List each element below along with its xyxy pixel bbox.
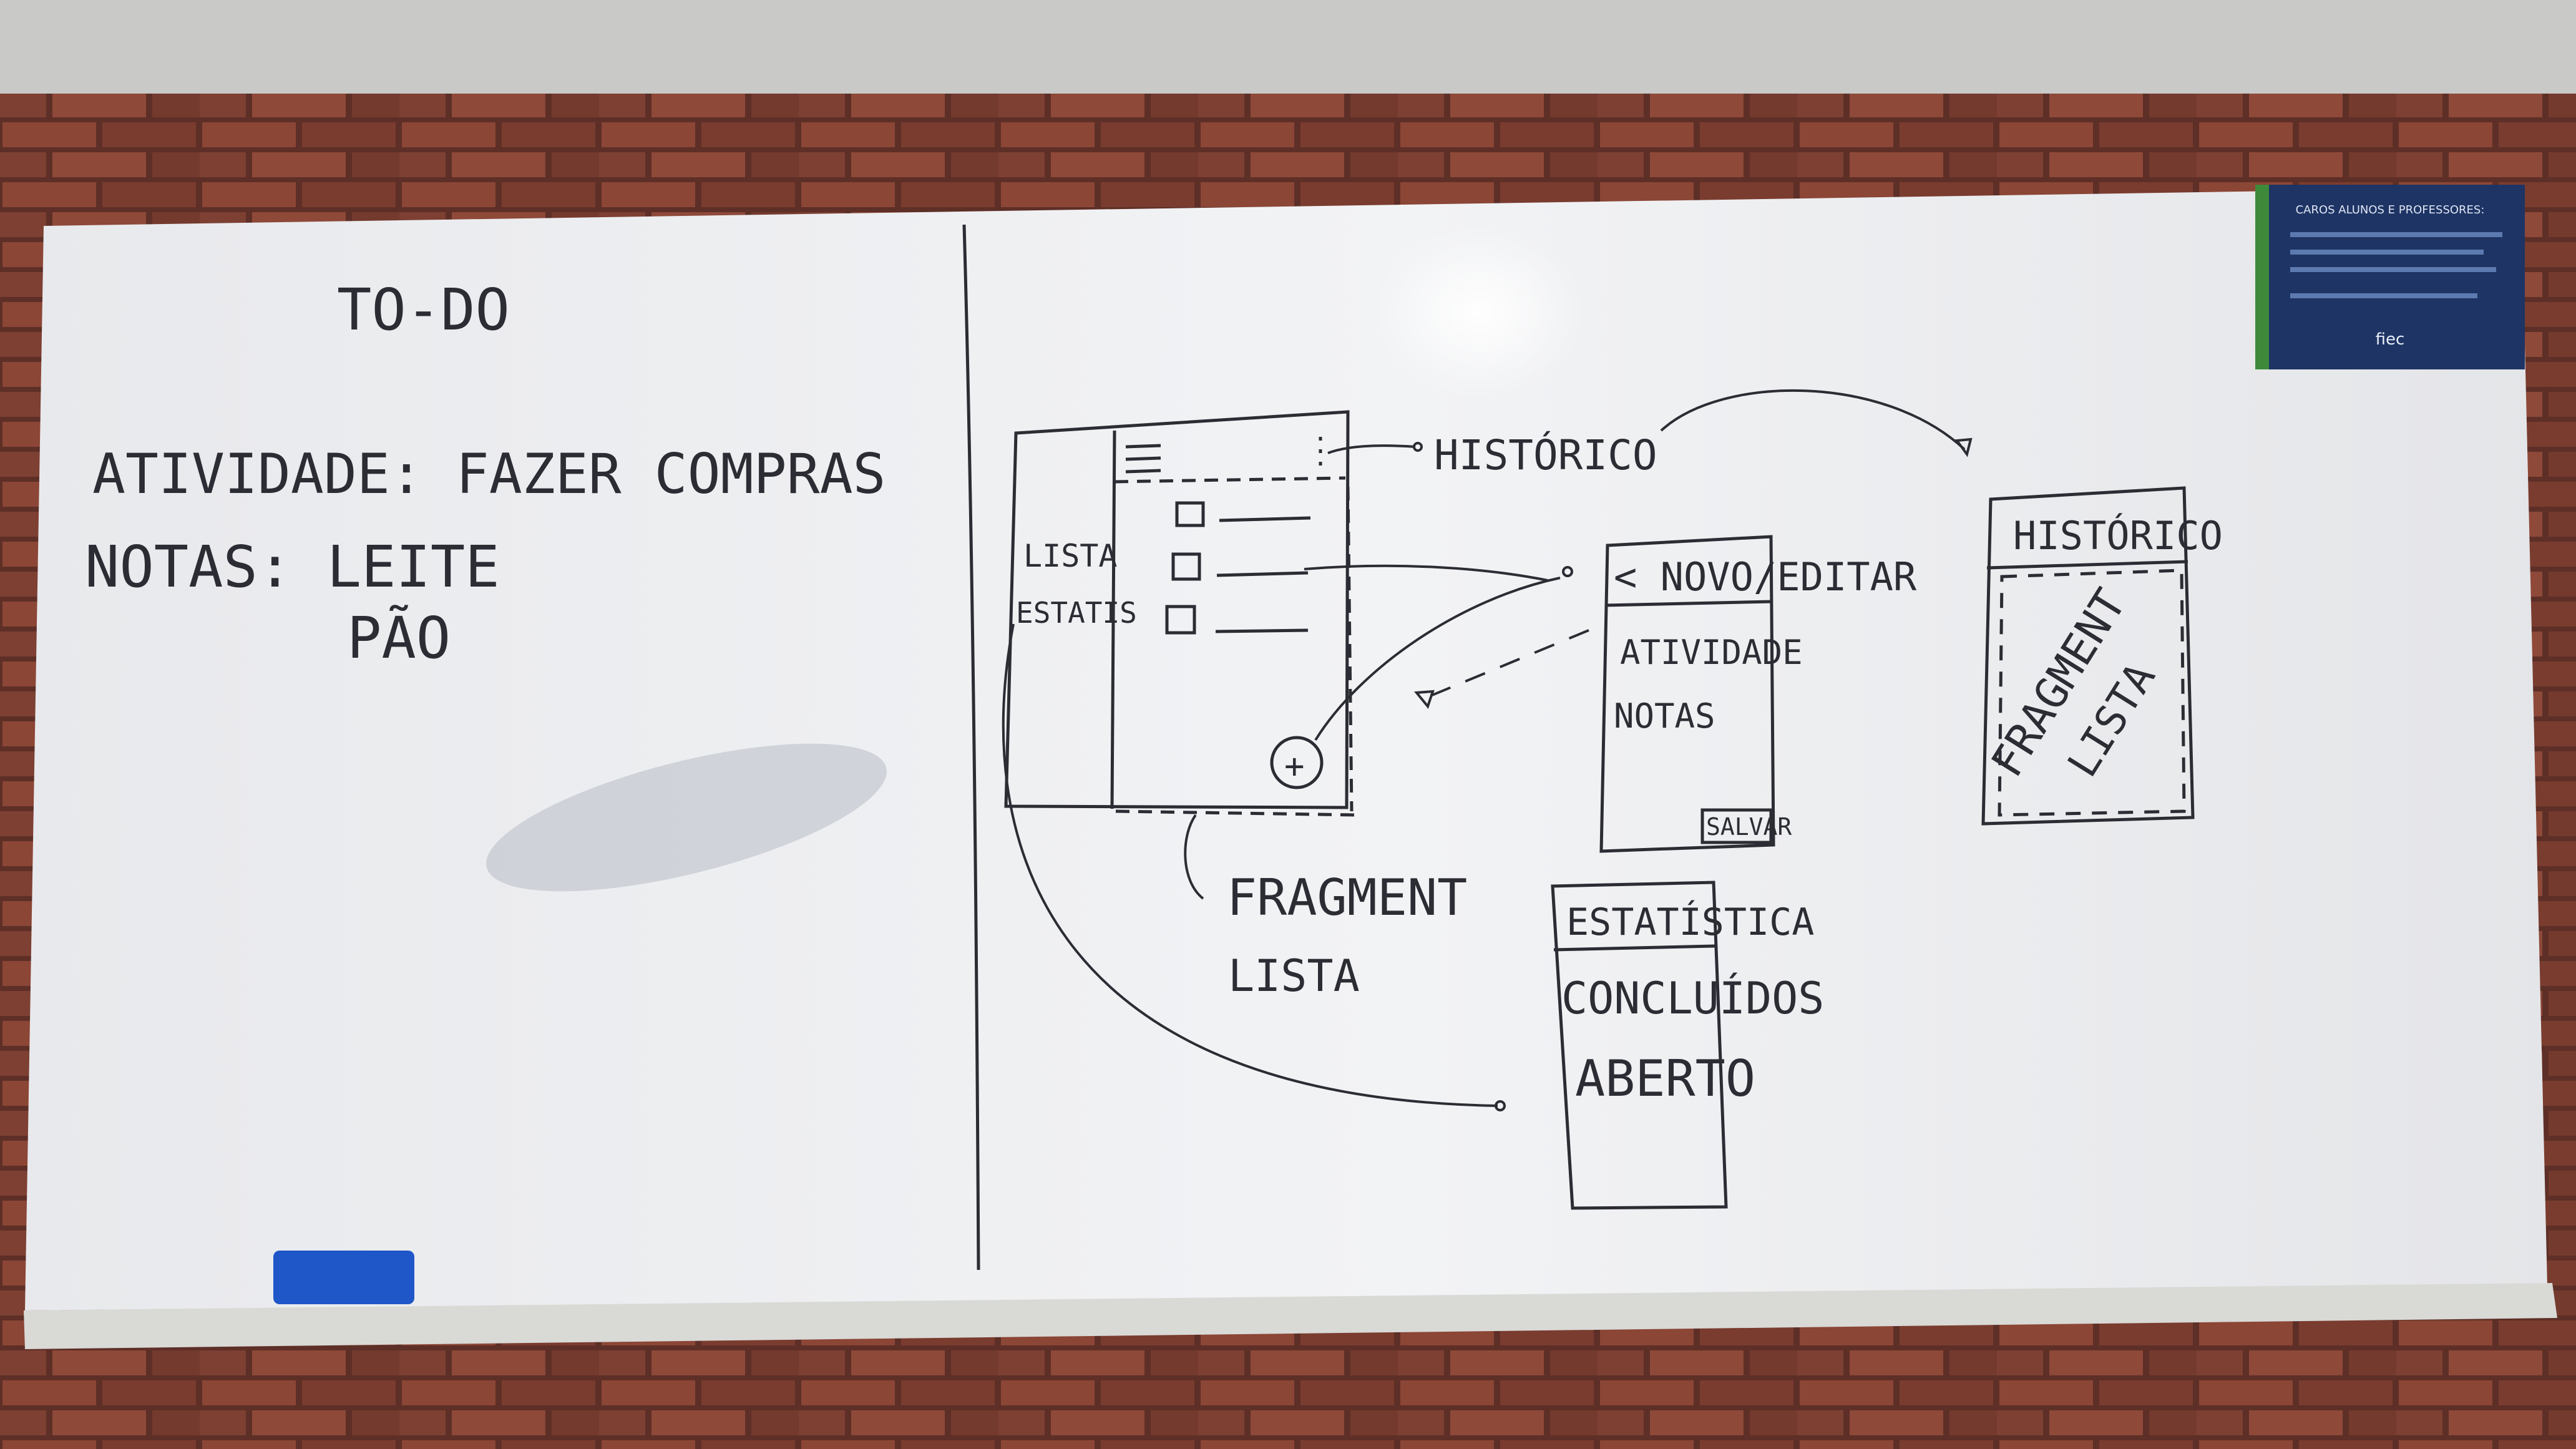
add-fab-label: + <box>1284 746 1305 786</box>
notes-line: NOTAS: LEITE <box>85 534 500 600</box>
board-eraser[interactable] <box>273 1251 414 1304</box>
eraser-smudge <box>486 743 887 892</box>
notes-line-2: PÃO <box>347 604 451 671</box>
label-lista: LISTA <box>1228 950 1360 1002</box>
edit-field-notas: NOTAS <box>1614 696 1715 736</box>
stats-row-concluidos: CONCLUÍDOS <box>1561 973 1824 1024</box>
drawer-item-lista: LISTA <box>1023 538 1118 574</box>
history-screen-header: HISTÓRICO <box>2013 513 2223 559</box>
checkbox-icon[interactable] <box>1175 501 1205 527</box>
light-glare <box>1373 225 1585 399</box>
ceiling-band <box>0 0 2576 94</box>
edit-screen-sketch <box>1599 535 1775 853</box>
label-historico: HISTÓRICO <box>1434 431 1657 479</box>
poster-logo: fiec <box>2376 330 2405 349</box>
arrow-menu-to-historico <box>1327 444 1416 454</box>
marker-tray <box>24 1283 2557 1349</box>
history-screen-sketch <box>1981 486 2195 826</box>
drawer-item-estatisticas: ESTATIS <box>1016 596 1137 630</box>
save-button-label: SALVAR <box>1706 813 1792 841</box>
flow-arrows <box>1002 389 1973 1111</box>
main-screen-sketch <box>1004 410 1356 817</box>
add-fab[interactable] <box>1270 736 1324 789</box>
edit-screen-header: < NOVO/EDITAR <box>1614 554 1917 600</box>
stats-screen-header: ESTATÍSTICA <box>1566 899 1814 944</box>
save-button[interactable] <box>1700 808 1773 844</box>
activity-line: ATIVIDADE: FAZER COMPRAS <box>92 442 886 506</box>
checkbox-icon[interactable] <box>1165 605 1196 635</box>
whiteboard <box>25 187 2547 1310</box>
arrow-drawer-to-stats <box>1002 623 1498 1107</box>
menu-icon[interactable] <box>1125 444 1161 474</box>
arrow-fab-to-edit <box>1314 577 1561 741</box>
stats-row-aberto: ABERTO <box>1575 1050 1755 1108</box>
poster-heading: CAROS ALUNOS E PROFESSORES: <box>2296 203 2485 217</box>
arrow-historico-to-screen <box>1660 389 1966 451</box>
checkbox-icon[interactable] <box>1171 552 1201 581</box>
board-divider <box>962 224 980 1271</box>
arrow-item-to-edit <box>1304 564 1548 582</box>
edit-field-atividade: ATIVIDADE <box>1620 633 1803 672</box>
arrow-edit-back <box>1428 629 1589 698</box>
todo-title: TO-DO <box>337 276 510 343</box>
fragment-brace <box>1184 814 1204 900</box>
stats-screen-sketch <box>1551 881 1728 1210</box>
task-list <box>1165 501 1311 635</box>
poster: CAROS ALUNOS E PROFESSORES: fiec <box>2255 185 2525 369</box>
label-fragment: FRAGMENT <box>1227 869 1467 927</box>
